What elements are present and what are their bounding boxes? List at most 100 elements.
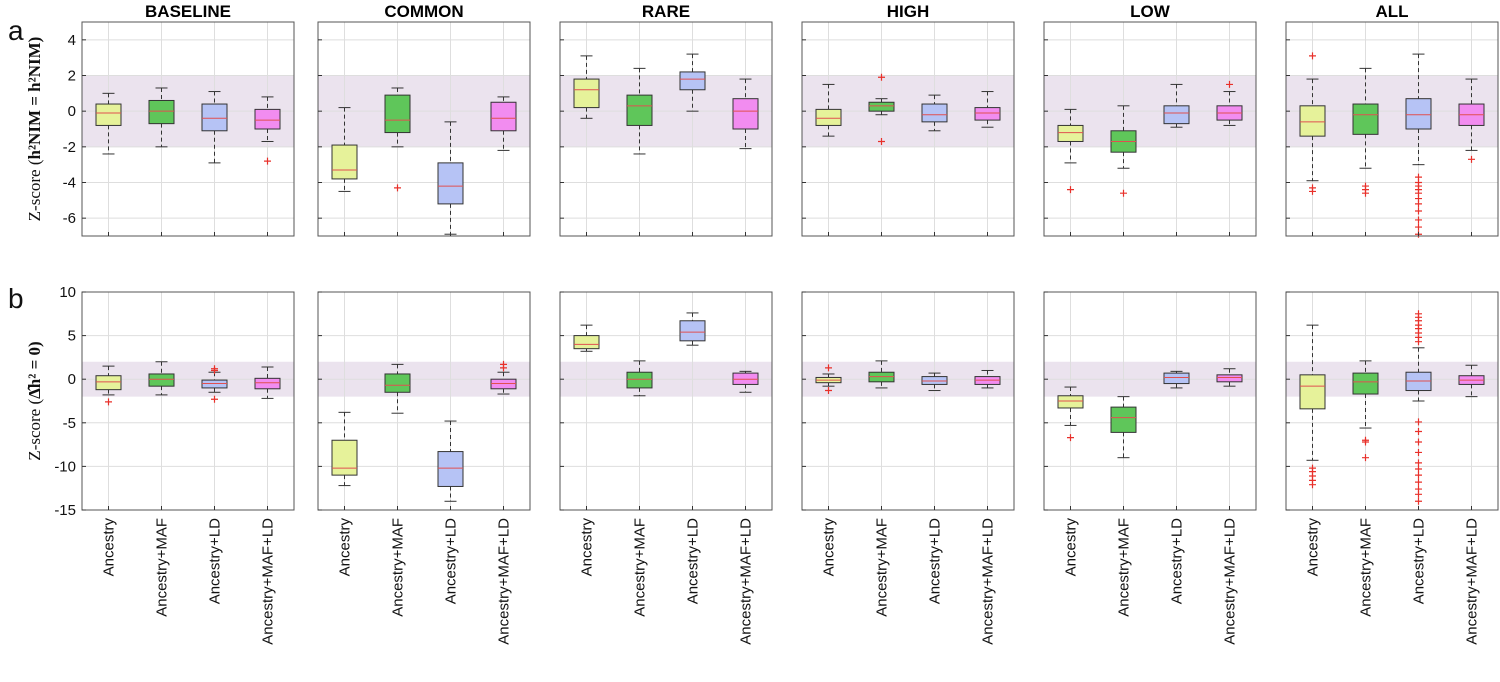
category-label: Ancestry+MAF bbox=[154, 518, 171, 617]
outlier-marker bbox=[1415, 216, 1422, 224]
box-ancestry bbox=[815, 108, 842, 126]
box-ancestry-maf bbox=[1110, 406, 1137, 433]
y-tick-label: 0 bbox=[68, 371, 76, 388]
box-ancestry-maf bbox=[384, 94, 411, 134]
outlier-marker bbox=[105, 398, 112, 406]
row-letter-a: a bbox=[8, 15, 24, 46]
outlier-marker bbox=[1415, 438, 1422, 446]
outlier-marker bbox=[1468, 155, 1475, 163]
category-label: Ancestry bbox=[821, 518, 838, 577]
panel-frame bbox=[801, 291, 1015, 511]
outlier-marker bbox=[1415, 497, 1422, 505]
panel-frame bbox=[801, 21, 1015, 237]
outlier-marker bbox=[1415, 459, 1422, 467]
panel-title-common: COMMON bbox=[384, 2, 463, 21]
y-tick-label: 5 bbox=[68, 328, 76, 345]
panel-frame bbox=[559, 291, 773, 511]
box-ancestry-maf bbox=[1352, 372, 1379, 395]
panel-title-high: HIGH bbox=[887, 2, 930, 21]
outlier-marker bbox=[1067, 434, 1074, 442]
outlier-marker bbox=[1309, 52, 1316, 60]
category-label: Ancestry+LD bbox=[1411, 518, 1428, 604]
panel-frame bbox=[81, 21, 295, 237]
row-letter-b: b bbox=[8, 283, 24, 314]
outlier-marker bbox=[878, 73, 885, 81]
y-tick-label: 4 bbox=[68, 32, 76, 49]
box-ancestry-ld bbox=[1163, 372, 1190, 385]
box-ancestry-maf bbox=[384, 373, 411, 393]
outlier-marker bbox=[500, 364, 507, 372]
outlier-marker bbox=[1362, 454, 1369, 462]
y-axis-label-text: Z-score ( bbox=[25, 159, 44, 221]
box-ancestry-maf bbox=[868, 101, 895, 112]
panel-frame bbox=[1285, 291, 1499, 511]
y-axis-label-math: Δ̂h² = 0) bbox=[25, 341, 44, 399]
category-label: Ancestry+LD bbox=[1169, 518, 1186, 604]
category-label: Ancestry+MAF+LD bbox=[1222, 518, 1239, 645]
box-ancestry-ld bbox=[1405, 98, 1432, 130]
outlier-marker bbox=[211, 395, 218, 403]
outlier-marker bbox=[1120, 189, 1127, 197]
category-label: Ancestry bbox=[1305, 518, 1322, 577]
box-ancestry-maf-ld bbox=[1216, 374, 1243, 383]
panel-frame bbox=[317, 21, 531, 237]
outlier-marker bbox=[1415, 490, 1422, 498]
box-ancestry-ld bbox=[679, 320, 706, 342]
box-ancestry bbox=[95, 375, 122, 391]
panel-frame bbox=[1285, 21, 1499, 237]
category-label: Ancestry+MAF bbox=[390, 518, 407, 617]
box-ancestry bbox=[1057, 395, 1084, 409]
panel-frame bbox=[559, 21, 773, 237]
y-axis-label-math: h²NIM = h²NIM) bbox=[25, 37, 44, 160]
outlier-marker bbox=[1309, 187, 1316, 195]
y-axis-label-text: Z-score ( bbox=[25, 399, 44, 461]
box-ancestry bbox=[95, 103, 122, 126]
category-label: Ancestry+MAF+LD bbox=[496, 518, 513, 645]
outlier-marker bbox=[1415, 223, 1422, 231]
outlier-marker bbox=[825, 364, 832, 372]
category-label: Ancestry bbox=[1063, 518, 1080, 577]
outlier-marker bbox=[1415, 448, 1422, 456]
outlier-marker bbox=[1415, 478, 1422, 486]
category-label: Ancestry+LD bbox=[207, 518, 224, 604]
category-label: Ancestry bbox=[337, 518, 354, 577]
outlier-marker bbox=[1362, 438, 1369, 446]
box-ancestry-maf-ld bbox=[254, 377, 281, 390]
category-label: Ancestry+MAF+LD bbox=[1464, 518, 1481, 645]
y-tick-label: 2 bbox=[68, 68, 76, 85]
box-ancestry-maf bbox=[626, 94, 653, 126]
box-ancestry-ld bbox=[1163, 105, 1190, 125]
category-label: Ancestry+LD bbox=[685, 518, 702, 604]
box-ancestry bbox=[1299, 374, 1326, 410]
y-axis-label-a: Z-score (h²NIM = h²NIM) bbox=[25, 37, 44, 222]
category-label: Ancestry+MAF bbox=[632, 518, 649, 617]
outlier-marker bbox=[264, 157, 271, 165]
box-ancestry-maf-ld bbox=[732, 98, 759, 130]
category-label: Ancestry+LD bbox=[927, 518, 944, 604]
box-ancestry-maf-ld bbox=[974, 107, 1001, 121]
outlier-marker bbox=[1415, 471, 1422, 479]
panel-title-low: LOW bbox=[1130, 2, 1171, 21]
outlier-marker bbox=[1362, 189, 1369, 197]
y-tick-label: 0 bbox=[68, 103, 76, 120]
box-ancestry bbox=[331, 439, 358, 476]
box-ancestry-maf bbox=[626, 371, 653, 389]
box-ancestry bbox=[1299, 105, 1326, 137]
box-ancestry-maf-ld bbox=[254, 108, 281, 130]
panel-frame bbox=[81, 291, 295, 511]
outlier-marker bbox=[878, 137, 885, 145]
category-label: Ancestry bbox=[101, 518, 118, 577]
box-ancestry-maf bbox=[148, 373, 175, 387]
outlier-marker bbox=[1309, 481, 1316, 489]
outlier-marker bbox=[211, 366, 218, 374]
box-ancestry-ld bbox=[201, 103, 228, 132]
panel-title-all: ALL bbox=[1375, 2, 1408, 21]
box-ancestry-maf bbox=[148, 99, 175, 125]
box-ancestry-ld bbox=[679, 71, 706, 91]
box-ancestry bbox=[331, 144, 358, 180]
y-tick-label: -5 bbox=[63, 415, 76, 432]
category-label: Ancestry+MAF+LD bbox=[980, 518, 997, 645]
outlier-marker bbox=[1415, 338, 1422, 346]
y-tick-label: -2 bbox=[63, 139, 76, 156]
